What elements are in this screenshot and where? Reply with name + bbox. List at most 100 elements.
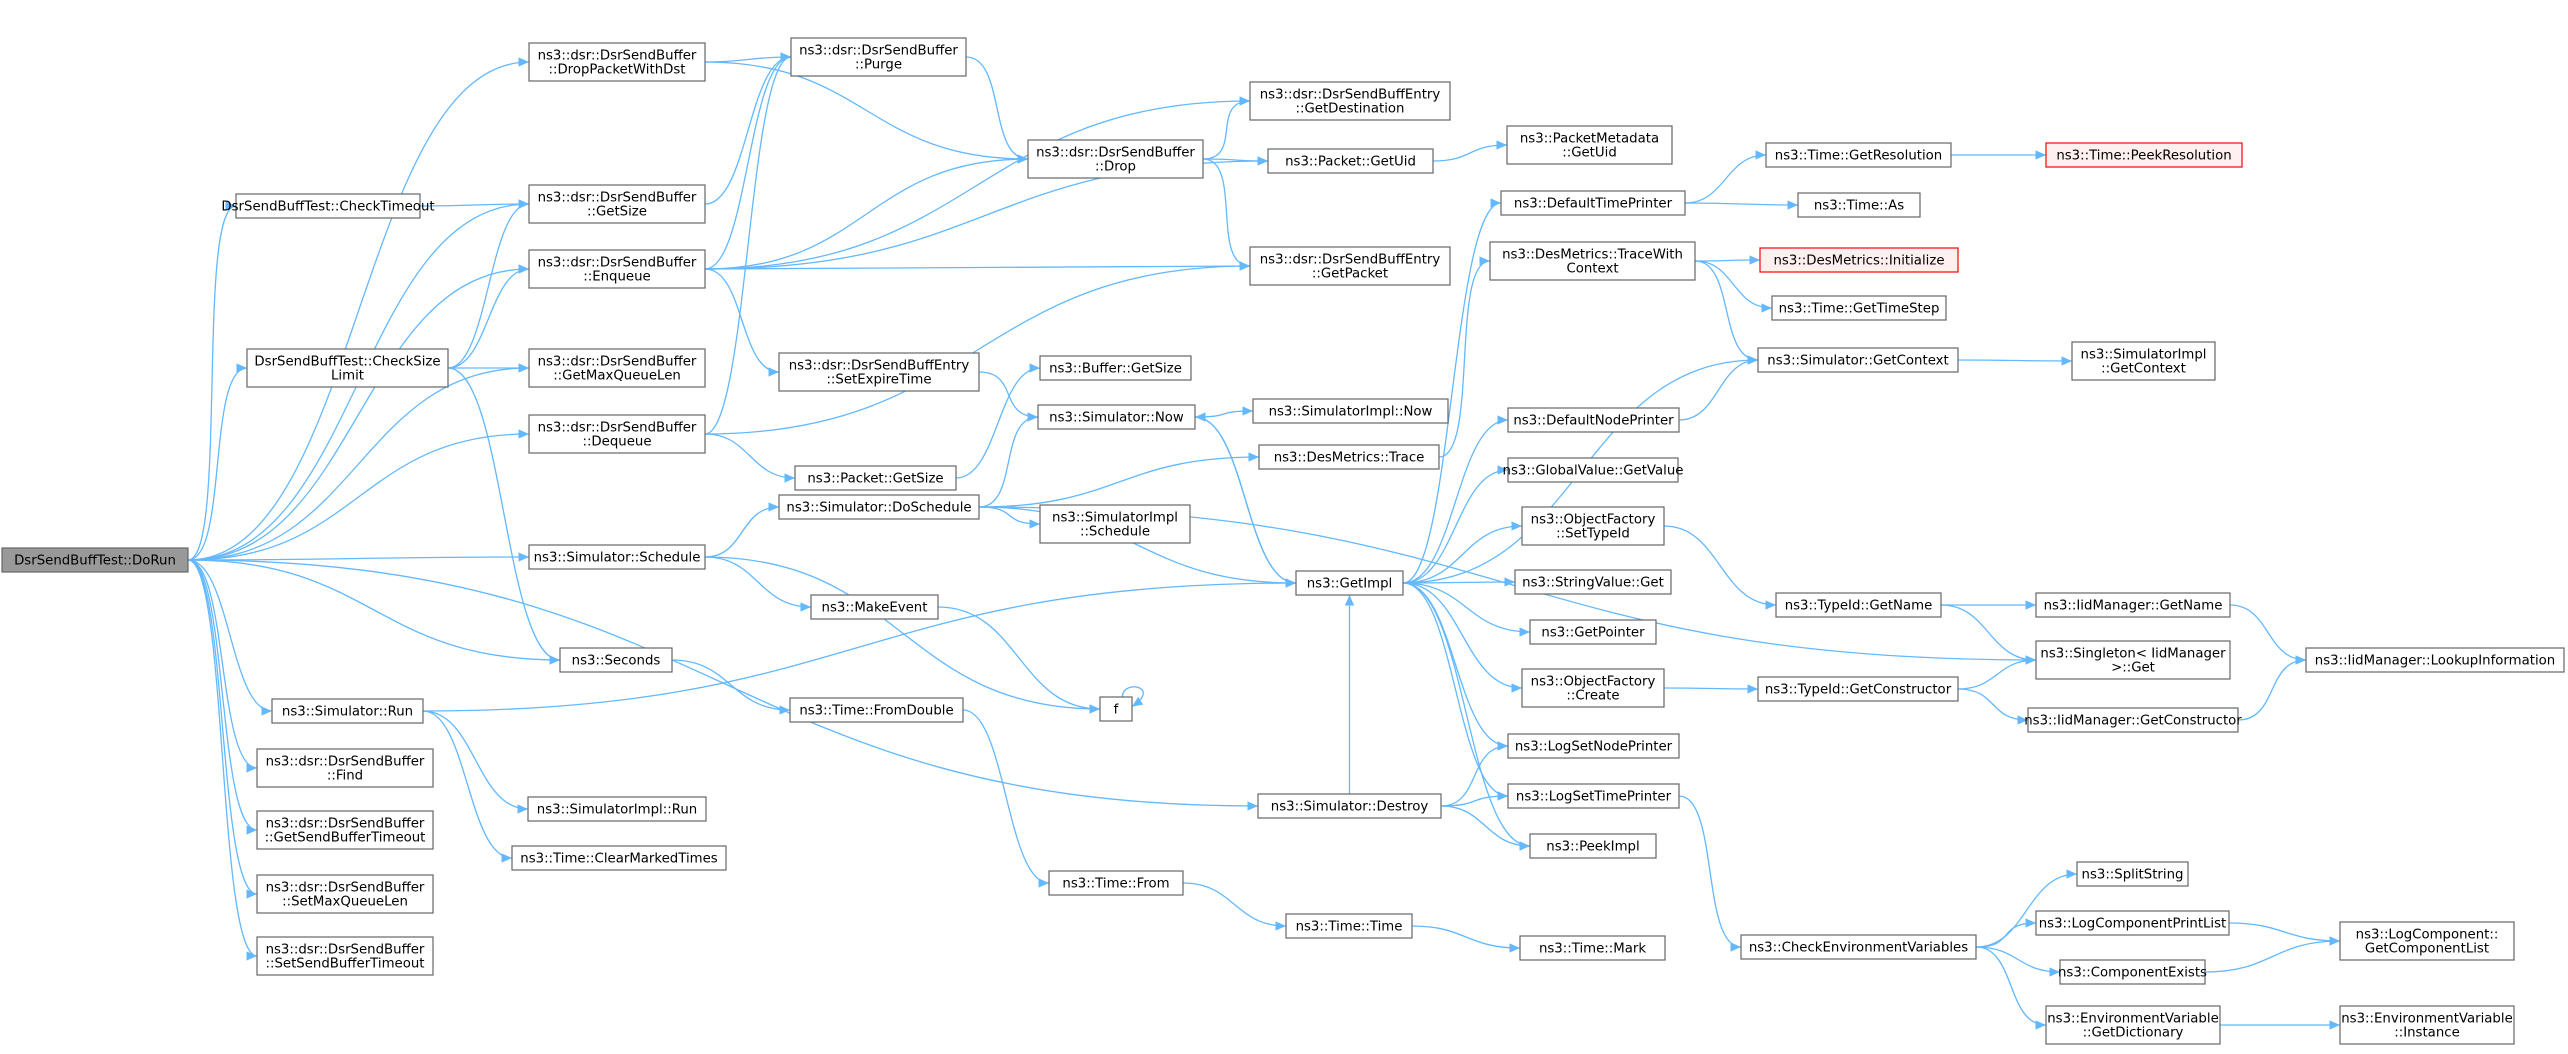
node-label: ns3::Packet::GetSize (807, 472, 943, 487)
node-label: ns3::dsr::DsrSendBuffer (538, 355, 697, 370)
node-dropdst[interactable]: ns3::dsr::DsrSendBuffer::DropPacketWithD… (528, 42, 706, 82)
node-singleton[interactable]: ns3::Singleton< IidManager>::Get (2035, 640, 2231, 680)
node-deq[interactable]: ns3::dsr::DsrSendBuffer::Dequeue (528, 414, 706, 454)
node-getimpl[interactable]: ns3::GetImpl (1295, 570, 1404, 596)
node-box (256, 936, 434, 976)
node-label: ns3::DefaultNodePrinter (1513, 414, 1674, 429)
node-label: ns3::PacketMetadata (1520, 132, 1659, 147)
node-run[interactable]: DsrSendBuffTest::DoRun (1, 547, 189, 573)
node-simnow[interactable]: ns3::Simulator::Now (1037, 404, 1196, 430)
edge-getimpl-to-svget (1402, 577, 1516, 587)
node-fromdbl[interactable]: ns3::Time::FromDouble (789, 697, 964, 723)
node-label: ::GetDestination (1296, 102, 1405, 117)
node-compex[interactable]: ns3::ComponentExists (2058, 959, 2207, 985)
edge-run-to-getsbto (187, 559, 258, 835)
node-setsbto[interactable]: ns3::dsr::DsrSendBuffer::SetSendBufferTi… (256, 936, 434, 976)
node-getdest[interactable]: ns3::dsr::DsrSendBuffEntry::GetDestinati… (1249, 81, 1451, 121)
node-setexp[interactable]: ns3::dsr::DsrSendBuffEntry::SetExpireTim… (778, 352, 980, 392)
node-bufsize[interactable]: ns3::Buffer::GetSize (1039, 355, 1192, 381)
node-pmguid[interactable]: ns3::PacketMetadata::GetUid (1506, 125, 1673, 165)
node-getuid[interactable]: ns3::Packet::GetUid (1267, 148, 1434, 174)
node-find[interactable]: ns3::dsr::DsrSendBuffer::Find (256, 748, 434, 788)
node-envdict[interactable]: ns3::EnvironmentVariable::GetDictionary (2045, 1005, 2221, 1045)
edge-run-to-simrun (187, 559, 273, 716)
node-peekimpl[interactable]: ns3::PeekImpl (1529, 833, 1657, 859)
node-lcgcl[interactable]: ns3::LogComponent::GetComponentList (2339, 921, 2515, 961)
node-tidgetname[interactable]: ns3::TypeId::GetName (1775, 592, 1942, 618)
node-deftp[interactable]: ns3::DefaultTimePrinter (1500, 190, 1686, 216)
node-label: ns3::EnvironmentVariable (2047, 1012, 2219, 1027)
node-schedule[interactable]: ns3::Simulator::Schedule (528, 544, 706, 570)
node-implnow[interactable]: ns3::SimulatorImpl::Now (1252, 398, 1449, 424)
node-drop[interactable]: ns3::dsr::DsrSendBuffer::Drop (1027, 139, 1204, 179)
node-dminit[interactable]: ns3::DesMetrics::Initialize (1759, 247, 1959, 273)
node-box (1285, 913, 1413, 939)
node-ofcreate[interactable]: ns3::ObjectFactory::Create (1521, 668, 1665, 708)
node-label: ::Enqueue (583, 270, 650, 285)
edge-chkenv-to-compex (1975, 946, 2061, 977)
edge-run-to-chksz (187, 363, 248, 561)
node-label: ::GetContext (2101, 362, 2186, 377)
node-implgetctx[interactable]: ns3::SimulatorImpl::GetContext (2071, 341, 2216, 381)
node-svget[interactable]: ns3::StringValue::Get (1514, 569, 1672, 595)
node-iidgetctor[interactable]: ns3::IidManager::GetConstructor (2024, 707, 2242, 733)
edge-getimpl-to-lsnp (1402, 582, 1509, 751)
node-box (2027, 707, 2239, 733)
node-simrun[interactable]: ns3::Simulator::Run (271, 698, 424, 724)
node-seconds[interactable]: ns3::Seconds (559, 647, 673, 673)
node-getres[interactable]: ns3::Time::GetResolution (1765, 142, 1952, 168)
node-getptr[interactable]: ns3::GetPointer (1529, 619, 1657, 645)
node-lcpl[interactable]: ns3::LogComponentPrintList (2035, 910, 2230, 936)
node-label: ns3::IidManager::GetName (2044, 599, 2223, 614)
edge-defnp-to-simgetctx (1678, 355, 1759, 421)
node-clrmark[interactable]: ns3::Time::ClearMarkedTimes (511, 845, 727, 871)
node-getsize[interactable]: ns3::dsr::DsrSendBuffer::GetSize (528, 184, 706, 224)
node-peekres[interactable]: ns3::Time::PeekResolution (2045, 142, 2243, 168)
node-envinst[interactable]: ns3::EnvironmentVariable::Instance (2339, 1005, 2515, 1045)
node-gvget[interactable]: ns3::GlobalValue::GetValue (1503, 457, 1684, 483)
node-timetime[interactable]: ns3::Time::Time (1285, 913, 1413, 939)
edge-enq-to-getdest (704, 96, 1251, 270)
node-getsbto[interactable]: ns3::dsr::DsrSendBuffer::GetSendBufferTi… (256, 810, 434, 850)
node-setmaxql[interactable]: ns3::dsr::DsrSendBuffer::SetMaxQueueLen (256, 874, 434, 914)
node-pktgetsize[interactable]: ns3::Packet::GetSize (794, 465, 957, 491)
edge-iidgetname-to-iidlookup (2229, 604, 2307, 665)
node-timefrom[interactable]: ns3::Time::From (1048, 870, 1184, 896)
node-box (1521, 668, 1665, 708)
node-getpkt[interactable]: ns3::dsr::DsrSendBuffEntry::GetPacket (1249, 246, 1451, 286)
node-ofsettid[interactable]: ns3::ObjectFactory::SetTypeId (1521, 506, 1665, 546)
node-implsched[interactable]: ns3::SimulatorImpl::Schedule (1039, 504, 1191, 544)
node-dmtrace[interactable]: ns3::DesMetrics::Trace (1258, 444, 1440, 470)
node-enq[interactable]: ns3::dsr::DsrSendBuffer::Enqueue (528, 249, 706, 289)
node-chkenv[interactable]: ns3::CheckEnvironmentVariables (1740, 934, 1977, 960)
node-box (1757, 676, 1959, 702)
edge-run-to-chkto (187, 201, 237, 561)
node-label: f (1114, 703, 1119, 718)
node-f[interactable]: f (1099, 696, 1133, 722)
node-label: ns3::dsr::DsrSendBuffer (538, 49, 697, 64)
node-chkto[interactable]: DsrSendBuffTest::CheckTimeout (221, 193, 435, 219)
node-label: ns3::dsr::DsrSendBuffer (266, 755, 425, 770)
edge-run-to-find (187, 559, 258, 773)
node-defnp[interactable]: ns3::DefaultNodePrinter (1507, 407, 1680, 433)
node-implrun[interactable]: ns3::SimulatorImpl::Run (527, 796, 707, 822)
node-makeev[interactable]: ns3::MakeEvent (810, 594, 939, 620)
node-label: ns3::DesMetrics::Initialize (1774, 254, 1945, 269)
node-simgetctx[interactable]: ns3::Simulator::GetContext (1757, 347, 1959, 373)
node-timeas[interactable]: ns3::Time::As (1797, 192, 1921, 218)
node-purge[interactable]: ns3::dsr::DsrSendBuffer::Purge (790, 37, 967, 77)
edge-getimpl-to-gvget (1402, 465, 1509, 584)
node-splitstr[interactable]: ns3::SplitString (2076, 861, 2189, 887)
node-lstp[interactable]: ns3::LogSetTimePrinter (1507, 783, 1680, 809)
node-lsnp[interactable]: ns3::LogSetNodePrinter (1507, 733, 1680, 759)
node-simdestroy[interactable]: ns3::Simulator::Destroy (1257, 793, 1442, 819)
node-dosched[interactable]: ns3::Simulator::DoSchedule (778, 494, 980, 520)
node-timemark[interactable]: ns3::Time::Mark (1519, 935, 1666, 961)
node-gettstep[interactable]: ns3::Time::GetTimeStep (1771, 295, 1947, 321)
node-getmaxql[interactable]: ns3::dsr::DsrSendBuffer::GetMaxQueueLen (528, 348, 706, 388)
node-iidgetname[interactable]: ns3::IidManager::GetName (2035, 592, 2231, 618)
node-iidlookup[interactable]: ns3::IidManager::LookupInformation (2305, 647, 2565, 673)
node-tidgetctor[interactable]: ns3::TypeId::GetConstructor (1757, 676, 1959, 702)
